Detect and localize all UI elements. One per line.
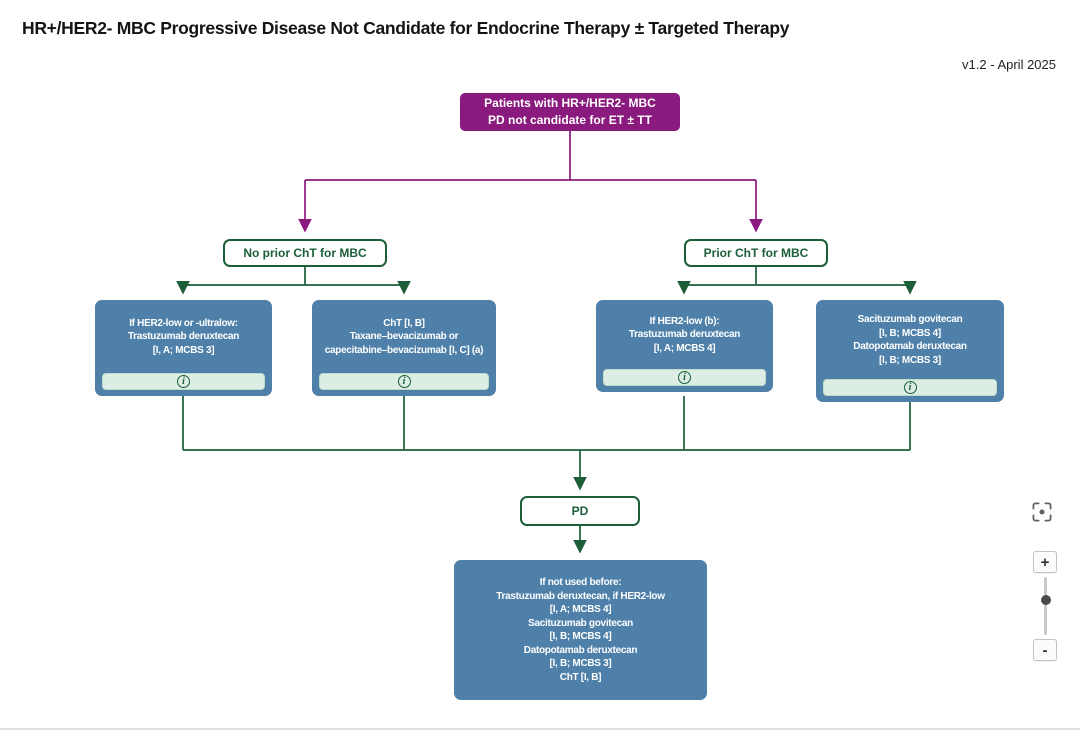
node-text: If HER2-low (b): Trastuzumab deruxtecan … xyxy=(600,305,769,365)
node-prior-cht: Prior ChT for MBC xyxy=(684,239,828,267)
text-line: PD xyxy=(571,504,589,518)
text-line: [I, B; MCBS 4] xyxy=(879,327,941,339)
green-connectors xyxy=(176,267,917,554)
text-line: Patients with HR+/HER2- MBC xyxy=(484,96,656,111)
node-if-not-used-before: If not used before: Trastuzumab deruxtec… xyxy=(454,560,707,700)
node-text: If not used before: Trastuzumab deruxtec… xyxy=(460,569,701,691)
node-trastuzumab-deruxtecan-ultralow: If HER2-low or -ultralow: Trastuzumab de… xyxy=(95,300,272,396)
text-line: No prior ChT for MBC xyxy=(243,246,367,260)
zoom-out-button[interactable]: - xyxy=(1033,639,1057,661)
node-no-prior-cht: No prior ChT for MBC xyxy=(223,239,387,267)
info-glyph: i xyxy=(683,371,686,383)
info-glyph: i xyxy=(402,375,406,387)
text-line: If HER2-low or -ultralow: xyxy=(129,317,238,329)
text-line: Prior ChT for MBC xyxy=(703,246,809,260)
text-line: [I, B; MCBS 4] xyxy=(549,631,612,642)
text-line: Sacituzumab govitecan xyxy=(857,314,963,325)
text-line: [I, A; MCBS 3] xyxy=(152,344,215,356)
text-line: PD not candidate for ET ± TT xyxy=(488,113,652,127)
zoom-in-button[interactable]: + xyxy=(1033,551,1057,573)
purple-connectors xyxy=(298,131,763,233)
info-button[interactable]: i xyxy=(319,373,489,390)
text-line: Trastuzumab deruxtecan xyxy=(628,329,741,341)
text-line: [I, A; MCBS 4] xyxy=(653,342,716,354)
node-trastuzumab-deruxtecan-her2low: If HER2-low (b): Trastuzumab deruxtecan … xyxy=(596,300,773,392)
text-line: Sacituzumab govitecan xyxy=(528,617,633,629)
info-icon: i xyxy=(678,371,691,384)
node-text: Sacituzumab govitecan [I, B; MCBS 4] Dat… xyxy=(820,305,1000,375)
node-cht-taxane-bevacizumab: ChT [I, B] Taxane–bevacizumab or capecit… xyxy=(312,300,496,396)
crop-focus-icon xyxy=(1032,502,1052,522)
text-line: Taxane–bevacizumab or xyxy=(349,331,459,343)
info-glyph: i xyxy=(182,375,185,387)
text-line: Trastuzumab deruxtecan, if HER2-low xyxy=(496,590,665,602)
info-button[interactable]: i xyxy=(102,373,265,390)
text-line: Trastuzumab deruxtecan xyxy=(127,331,240,343)
text-line: ChT [I, B] xyxy=(383,317,425,329)
info-button[interactable]: i xyxy=(603,369,766,386)
reset-view-button[interactable] xyxy=(1030,501,1054,525)
info-glyph: i xyxy=(908,381,912,393)
node-pd: PD xyxy=(520,496,640,526)
version-label: v1.2 - April 2025 xyxy=(962,57,1056,72)
zoom-slider[interactable] xyxy=(1040,577,1051,635)
text-line: Datopotamab deruxtecan xyxy=(523,644,638,656)
text-line: ChT [I, B] xyxy=(559,671,602,683)
info-icon: i xyxy=(397,375,411,388)
info-button[interactable]: i xyxy=(823,379,997,396)
node-patients-root: Patients with HR+/HER2- MBC PD not candi… xyxy=(460,93,680,131)
text-line: Datopotamab deruxtecan xyxy=(853,341,967,352)
text-line: If not used before: xyxy=(539,577,622,588)
node-text: If HER2-low or -ultralow: Trastuzumab de… xyxy=(99,305,268,369)
text-line: [I, B; MCBS 3] xyxy=(879,354,941,366)
text-line: [I, A; MCBS 4] xyxy=(549,604,612,615)
text-line: capecitabine–bevacizumab [I, C] (a) xyxy=(324,344,484,356)
node-text: ChT [I, B] Taxane–bevacizumab or capecit… xyxy=(316,305,492,369)
page-title: HR+/HER2- MBC Progressive Disease Not Ca… xyxy=(22,18,790,38)
text-line: [I, B; MCBS 3] xyxy=(549,658,612,669)
node-sacituzumab-datopotamab: Sacituzumab govitecan [I, B; MCBS 4] Dat… xyxy=(816,300,1004,402)
text-line: If HER2-low (b): xyxy=(649,315,720,327)
info-icon: i xyxy=(177,375,190,388)
info-icon: i xyxy=(903,381,917,394)
zoom-slider-handle[interactable] xyxy=(1040,595,1051,605)
bottom-divider xyxy=(0,728,1080,730)
